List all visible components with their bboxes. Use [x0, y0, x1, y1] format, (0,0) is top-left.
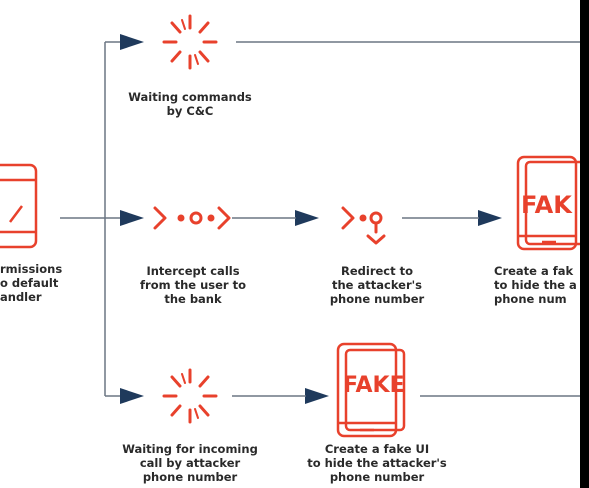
arrow-stems [272, 217, 479, 397]
redirect-icon [341, 206, 386, 245]
connector-lines [60, 41, 585, 397]
arrow-bottom-1 [120, 388, 144, 404]
burst-icon [162, 14, 218, 70]
waiting-commands-label: Waiting commands by C&C [128, 90, 252, 118]
fake-badge-bottom: FAKE [343, 373, 405, 398]
left-branch-line [60, 42, 106, 396]
right-crop-bar [580, 0, 589, 488]
fake-ui-top-label: Create a fak to hide the a phone num [494, 264, 577, 306]
fake-ui-bottom-label: Create a fake UI to hide the attacker's … [307, 442, 447, 484]
intercept-calls-label: Intercept calls from the user to the ban… [140, 264, 246, 306]
arrow-bottom-2 [305, 388, 329, 404]
permissions-handler-label: rmissions o default andler [0, 262, 63, 304]
waiting-incoming-label: Waiting for incoming call by attacker ph… [122, 442, 258, 484]
arrow-mid-2 [295, 210, 319, 226]
arrow-top [120, 34, 144, 50]
burst-icon [162, 368, 218, 424]
arrow-mid-3 [478, 210, 502, 226]
fake-phone-icon [336, 342, 406, 438]
redirect-label: Redirect to the attacker's phone number [329, 264, 425, 306]
phone-icon [0, 163, 38, 249]
arrowheads [120, 34, 502, 404]
fake-badge-top: FAK [521, 191, 573, 219]
intercept-icon [153, 206, 231, 230]
arrow-mid-1 [120, 210, 144, 226]
